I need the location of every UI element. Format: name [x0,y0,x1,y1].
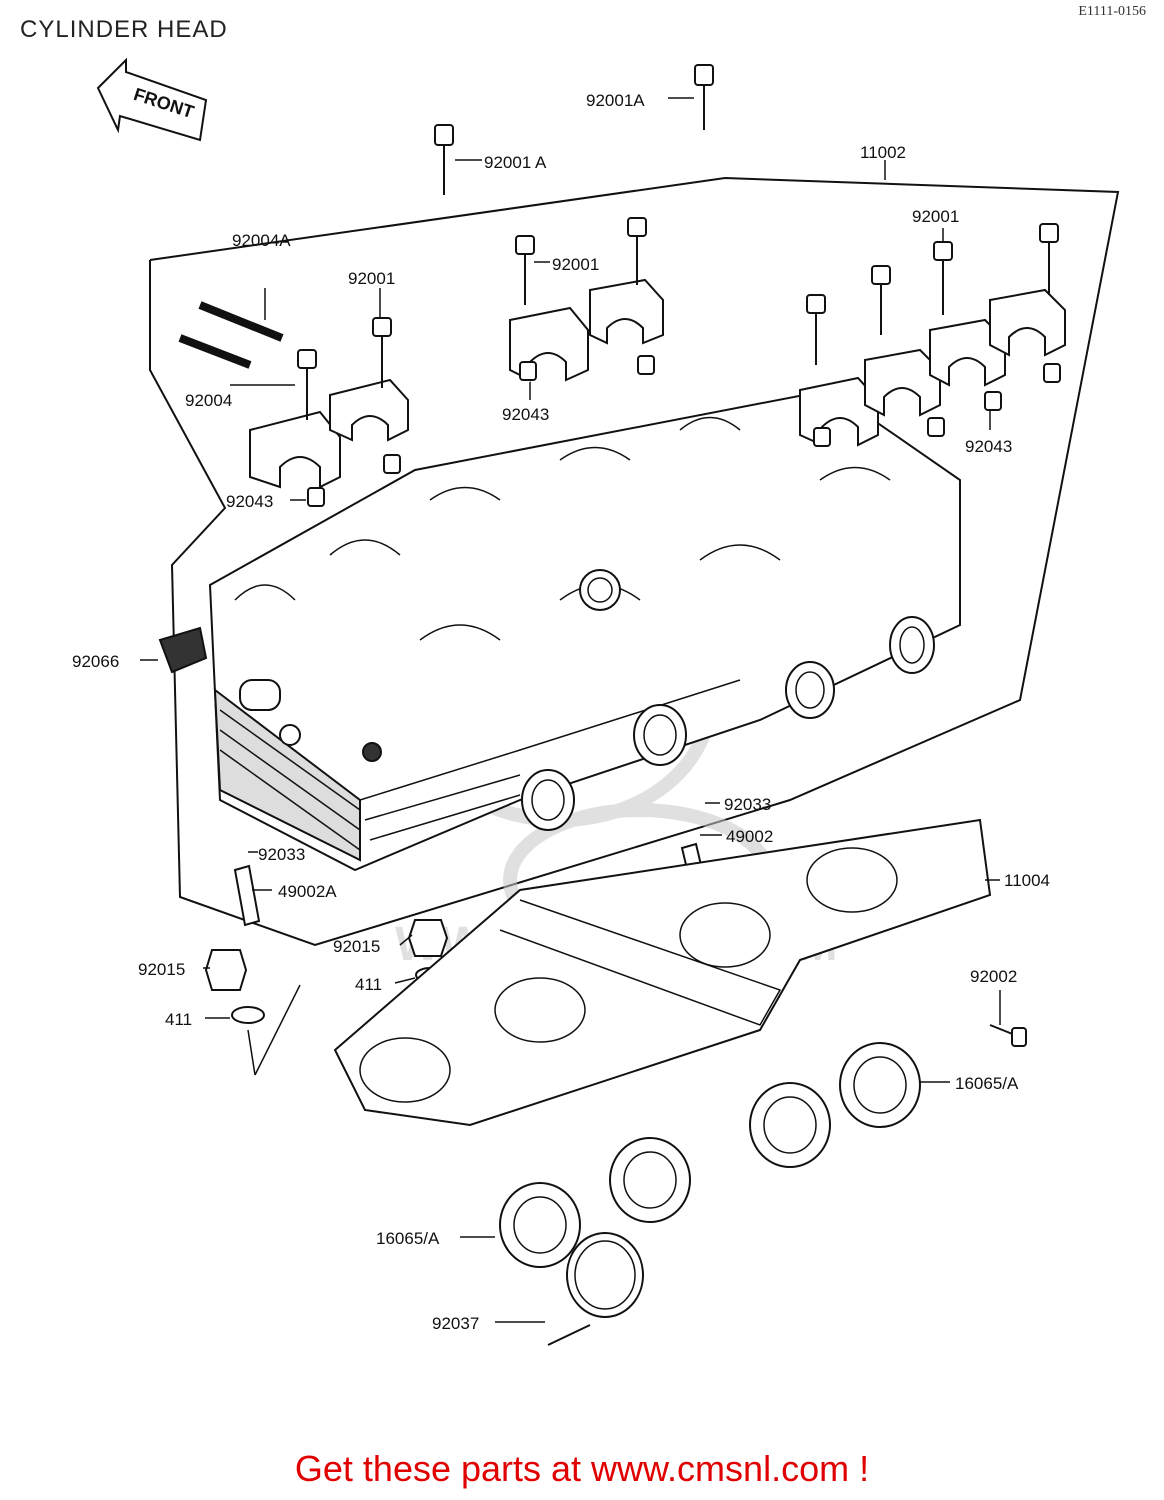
assembly-outline [149,176,1120,947]
callout-92001a-left: 92001 A [484,153,547,172]
callout-11004: 11004 [1004,871,1050,890]
plug-cap-icon [158,626,208,674]
callout-411-left: 411 [165,1010,192,1029]
callout-11002: 11002 [860,143,906,162]
callout-92002: 92002 [970,967,1017,986]
cam-cap-left-1 [249,410,341,489]
cam-cap-right-4 [989,288,1066,357]
callout-16065a-left: 16065/A [376,1229,440,1248]
dowel-pin-icon [307,355,1061,507]
callout-92001-middle: 92001 [552,255,599,274]
callout-92033-right: 92033 [724,795,771,814]
cam-cap-left-2 [329,378,409,442]
callout-49002a: 49002A [278,882,337,901]
head-gasket [333,818,992,1127]
callout-92004a: 92004A [232,231,291,250]
diagram-title: CYLINDER HEAD [20,16,228,43]
callout-92001a-top: 92001A [586,91,645,110]
cam-cap-right-2 [864,348,941,417]
callout-92015-middle: 92015 [333,937,380,956]
callout-92037: 92037 [432,1314,479,1333]
callout-92043-left: 92043 [226,492,273,511]
cap-bolt-icon [297,64,1059,420]
cylinder-head-body [208,388,961,872]
callout-92001-right: 92001 [912,207,959,226]
callout-92001-left: 92001 [348,269,395,288]
callout-92066: 92066 [72,652,119,671]
leader-lines [140,97,1001,1323]
callout-411-middle: 411 [355,975,382,994]
callout-92015-left: 92015 [138,960,185,979]
cam-cap-right-3 [929,318,1006,387]
callout-92033-left: 92033 [258,845,305,864]
stud-icon [178,301,284,369]
holder-bolt-icon [989,1024,1027,1047]
callout-92043-right: 92043 [965,437,1012,456]
cam-cap-middle-2 [589,278,664,345]
callout-49002: 49002 [726,827,773,846]
front-arrow-icon: FRONT [96,57,208,142]
callout-92043-middle: 92043 [502,405,549,424]
footer-link[interactable]: Get these parts at www.cmsnl.com ! [294,1448,870,1489]
callout-92004: 92004 [185,391,232,410]
reference-code: E1111-0156 [1078,4,1146,19]
hose-clamp [547,1232,644,1346]
carburetor-holder [499,1042,921,1268]
callout-16065a-right: 16065/A [955,1074,1019,1093]
